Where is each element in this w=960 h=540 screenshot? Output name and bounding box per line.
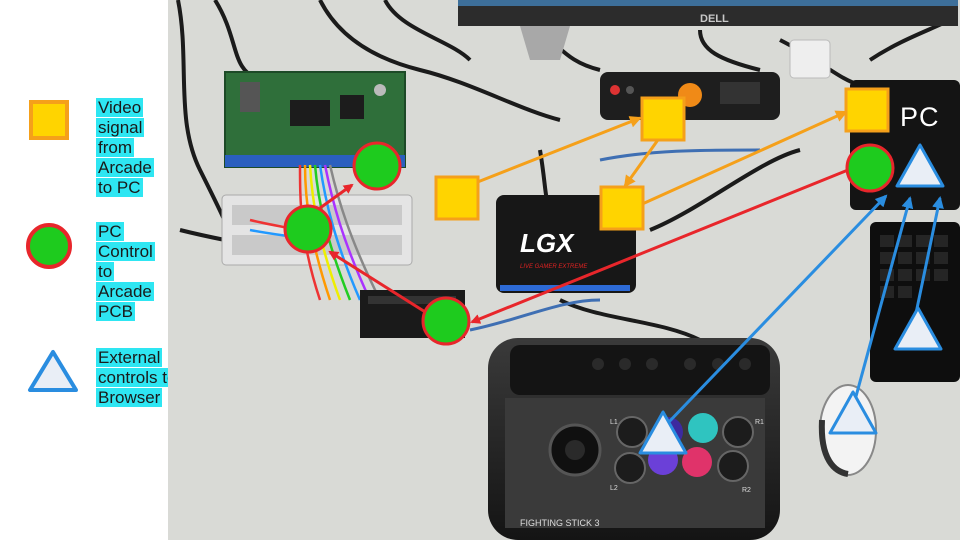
monitor-brand: DELL	[700, 13, 729, 25]
external-arrows	[664, 194, 944, 427]
monitor: DELL	[458, 0, 958, 60]
video-arrow-2	[623, 136, 662, 188]
video-arrows	[469, 110, 848, 207]
external-marker-triangle	[895, 143, 945, 188]
video-marker-square	[434, 175, 480, 221]
video-arrow-3	[639, 110, 848, 207]
pc-label: PC	[900, 102, 940, 132]
control-markers	[283, 141, 895, 346]
stick-label-r1: R1	[755, 419, 764, 426]
control-arrow-3	[319, 183, 354, 210]
legend-label-control: PC Control to Arcade PCB	[96, 222, 155, 321]
setup-photo: DELL	[168, 0, 960, 540]
video-marker-square	[640, 96, 686, 142]
stick-label-r2: R2	[742, 487, 751, 494]
legend-icons	[26, 100, 78, 392]
usb-device	[789, 39, 831, 79]
control-marker-circle	[845, 143, 895, 193]
external-arrow-3	[913, 196, 944, 319]
external-marker-triangle	[893, 306, 943, 351]
external-marker-triangle	[828, 390, 878, 435]
capture-subtitle: LIVE GAMER EXTREME	[520, 264, 588, 270]
blue-cables	[469, 148, 761, 332]
stick-label-l2: L2	[610, 485, 618, 492]
external-marker-triangle	[638, 410, 688, 455]
control-arrows	[319, 168, 849, 324]
fighting-stick: L1 R1 L2 R2 FIGHTING STICK 3	[488, 338, 780, 540]
external-arrow-1	[664, 194, 888, 427]
legend: Video signal from Arcade to PC PC Contro…	[0, 0, 207, 540]
external-arrow-2	[853, 196, 914, 401]
video-marker-square	[599, 185, 645, 231]
square-icon	[29, 100, 69, 140]
keyboard	[870, 222, 960, 382]
capture-logo: LGX	[520, 228, 575, 258]
control-arrow-2	[328, 250, 431, 317]
video-arrow-1	[469, 116, 642, 187]
circle-icon	[26, 223, 72, 269]
stick-label-l1: L1	[610, 419, 618, 426]
control-arrow-1	[470, 168, 849, 324]
external-markers	[638, 143, 945, 455]
control-marker-circle	[421, 296, 471, 346]
legend-label-video: Video signal from Arcade to PC	[96, 98, 154, 197]
control-marker-circle	[283, 204, 333, 254]
video-marker-square	[844, 87, 890, 133]
video-markers	[434, 87, 890, 231]
fightstick-label: FIGHTING STICK 3	[520, 518, 600, 528]
triangle-icon	[28, 350, 78, 392]
control-marker-circle	[352, 141, 402, 191]
remote-control	[600, 72, 780, 120]
